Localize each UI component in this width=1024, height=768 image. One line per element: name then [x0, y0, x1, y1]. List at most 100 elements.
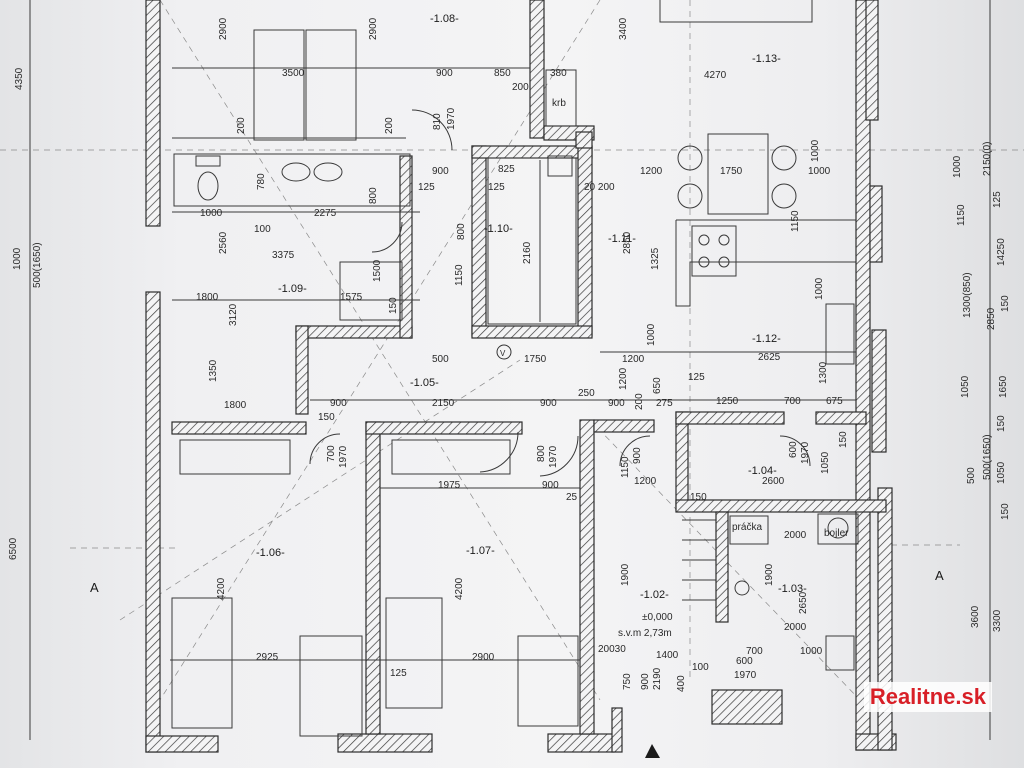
dim-text: 400 [676, 675, 687, 692]
dim-text: 600 [788, 441, 799, 458]
dim-text: 1350 [208, 359, 219, 382]
dim-text: 150 [838, 431, 849, 448]
dim-text: 100 [692, 662, 709, 673]
dim-text: 1250 [716, 396, 739, 407]
dim-text: 20 200 [584, 182, 615, 193]
walls [145, 0, 897, 753]
dim-text: 500 [966, 467, 977, 484]
dim-text: 2650 [798, 591, 809, 614]
room-1-09: -1.09- [278, 283, 307, 295]
dim-text: 150 [690, 492, 707, 503]
dim-text: 800 [368, 187, 379, 204]
dim-text: 700 [784, 396, 801, 407]
dim-text: 1050 [996, 461, 1007, 484]
watermark-logo: Realitne.sk [863, 682, 992, 712]
dim-text: 1970 [446, 107, 457, 130]
dim-text: 1750 [720, 166, 743, 177]
dim-text: 2000 [784, 530, 807, 541]
dim-text: 125 [488, 182, 505, 193]
dim-text: 1150 [956, 204, 967, 226]
dim-text: 2275 [314, 208, 337, 219]
room-1-04: -1.04- [748, 465, 777, 477]
dim-text: 700 [326, 445, 337, 462]
dim-text: 1050 [820, 451, 831, 474]
dim-text: 2850 [622, 231, 633, 254]
dim-text: 1970 [338, 445, 349, 468]
dim-text: 380 [550, 68, 567, 79]
annotations: ±0,000 s.v.m 2,73m práčka bojler krb [552, 98, 849, 639]
section-a-right: A [935, 568, 944, 583]
dim-text: 900 [540, 398, 557, 409]
dim-text: 1750 [524, 354, 547, 365]
dim-text: 1900 [620, 563, 631, 586]
dim-text: 500 [432, 354, 449, 365]
dim-text: 4350 [14, 67, 25, 90]
dim-text: 1150 [454, 264, 465, 286]
dim-text: 150 [318, 412, 335, 423]
north-arrow-icon [645, 744, 660, 758]
dim-text: 825 [498, 164, 515, 175]
dim-text: 1000 [200, 208, 223, 219]
dim-text: 1500 [372, 259, 383, 282]
room-1-07: -1.07- [466, 545, 495, 557]
dim-text: 1800 [196, 292, 219, 303]
dim-text: 1900 [764, 563, 775, 586]
dim-text: 2160 [522, 241, 533, 264]
dim-text: 200 [634, 393, 645, 410]
dim-text: 1200 [634, 476, 657, 487]
dim-text: 1970 [548, 445, 559, 468]
dim-text: 2900 [472, 652, 495, 663]
dim-text: 3375 [272, 250, 295, 261]
dim-text: 1000 [800, 646, 823, 657]
room-1-08: -1.08- [430, 13, 459, 25]
fireplace-label: krb [552, 98, 566, 109]
dim-text: 6500 [8, 537, 19, 560]
dim-text: 900 [542, 480, 559, 491]
dim-text: 810 [432, 113, 443, 130]
dim-text: 500(1650) [32, 242, 43, 288]
room-1-03: -1.03- [778, 583, 807, 595]
dim-text: 2190 [652, 667, 663, 690]
dim-text: 750 [622, 673, 633, 690]
dim-text: 1000 [12, 247, 23, 270]
dim-text: 2150 [432, 398, 455, 409]
dim-text: 1000 [808, 166, 831, 177]
room-1-10: -1.10- [484, 223, 513, 235]
dim-text: 1000 [810, 139, 821, 162]
height-label: s.v.m 2,73m [618, 628, 672, 639]
dim-text: 1000 [814, 277, 825, 300]
dim-text: 125 [992, 191, 1003, 208]
dim-text: 1150 [620, 456, 631, 478]
dim-text: 125 [390, 668, 407, 679]
dim-text: 1400 [656, 650, 679, 661]
dim-text: 200 [236, 117, 247, 134]
dim-text: 800 [536, 445, 547, 462]
dim-text: 275 [656, 398, 673, 409]
dim-text: 2625 [758, 352, 781, 363]
dim-text: 1200 [640, 166, 663, 177]
dim-text: 1200 [622, 354, 645, 365]
dim-text: 14250 [996, 238, 1007, 266]
dim-text: 2925 [256, 652, 279, 663]
dim-text: 900 [436, 68, 453, 79]
dim-text: 1000 [952, 155, 963, 178]
room-1-05: -1.05- [410, 377, 439, 389]
dim-text: 150 [1000, 503, 1011, 520]
dim-text: 1200 [618, 367, 629, 390]
room-1-11: -1.11- [608, 233, 636, 245]
dim-text: 2850 [986, 307, 997, 330]
dim-text: 675 [826, 396, 843, 407]
dim-text: 900 [432, 166, 449, 177]
dim-text: 200 [384, 117, 395, 134]
dim-text: 650 [652, 377, 663, 394]
dim-text: 500(1650) [982, 434, 993, 480]
dim-text: 2000 [784, 622, 807, 633]
section-a-left: A [90, 580, 99, 595]
dim-text: 1970 [800, 441, 811, 464]
dim-text: 1975 [438, 480, 461, 491]
dim-text: 1325 [650, 247, 661, 270]
dim-text: 25 [566, 492, 578, 503]
room-1-06: -1.06- [256, 547, 285, 559]
dim-text: 900 [608, 398, 625, 409]
